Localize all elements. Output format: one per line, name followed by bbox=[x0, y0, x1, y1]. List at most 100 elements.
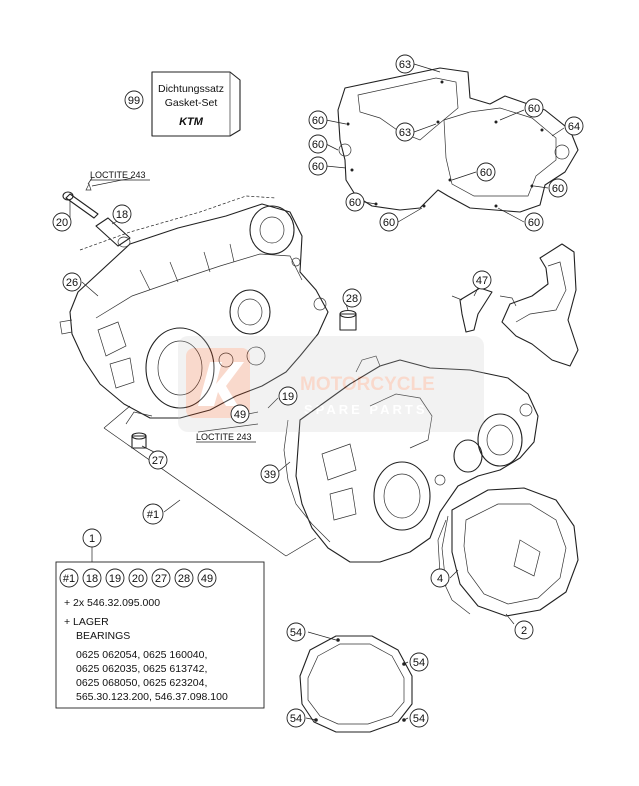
svg-text:39: 39 bbox=[264, 469, 276, 481]
callout-54-a: 54 bbox=[286, 622, 306, 642]
svg-text:60: 60 bbox=[383, 217, 395, 229]
left-crankcase-half bbox=[59, 195, 329, 419]
watermark: MOTORCYCLE SPARE PARTS bbox=[178, 336, 484, 432]
svg-text:28: 28 bbox=[346, 293, 358, 305]
gasket-set-line2: Gasket-Set bbox=[165, 97, 218, 109]
callout-kit-1-ref: #1 bbox=[142, 503, 164, 525]
kit-bracket bbox=[103, 405, 317, 557]
svg-text:60: 60 bbox=[552, 183, 564, 195]
svg-text:54: 54 bbox=[290, 713, 302, 725]
callout-18: 18 bbox=[112, 204, 132, 224]
callout-60-f: 60 bbox=[476, 162, 496, 182]
svg-text:60: 60 bbox=[312, 115, 324, 127]
callout-19: 19 bbox=[278, 386, 298, 406]
bolt-and-sleeve bbox=[62, 177, 131, 248]
ignition-cover bbox=[437, 487, 579, 617]
callout-64: 64 bbox=[564, 116, 584, 136]
watermark-line1: MOTORCYCLE bbox=[300, 374, 435, 395]
callout-60-a: 60 bbox=[308, 110, 328, 130]
callout-39: 39 bbox=[260, 464, 280, 484]
kit-bearings-line: BEARINGS bbox=[76, 630, 130, 642]
kit-badge-4: 20 bbox=[128, 568, 148, 588]
loctite-label-bottom: LOCTITE 243 bbox=[196, 432, 252, 442]
svg-text:27: 27 bbox=[152, 455, 164, 467]
loctite-label-top: LOCTITE 243 bbox=[90, 170, 146, 180]
svg-text:54: 54 bbox=[413, 713, 425, 725]
kit-badge-7: 49 bbox=[197, 568, 217, 588]
callout-20: 20 bbox=[52, 212, 72, 232]
callout-54-b: 54 bbox=[409, 652, 429, 672]
right-crankcase-half bbox=[283, 355, 539, 563]
svg-text:60: 60 bbox=[312, 139, 324, 151]
callout-99: 99 bbox=[124, 90, 144, 110]
bushings bbox=[125, 309, 357, 449]
gasket-set-line1: Dichtungssatz bbox=[158, 83, 224, 95]
svg-text:19: 19 bbox=[282, 391, 294, 403]
svg-text:18: 18 bbox=[86, 573, 98, 585]
callout-60-i: 60 bbox=[548, 178, 568, 198]
svg-text:49: 49 bbox=[201, 573, 213, 585]
callout-60-c: 60 bbox=[308, 156, 328, 176]
kit-parts-line: 0625 062054, 0625 160040, bbox=[76, 649, 207, 661]
kit-badge-3: 19 bbox=[105, 568, 125, 588]
kit-badge-6: 28 bbox=[174, 568, 194, 588]
callout-54-c: 54 bbox=[286, 708, 306, 728]
svg-text:28: 28 bbox=[178, 573, 190, 585]
callout-60-d: 60 bbox=[345, 192, 365, 212]
kit-parts-line: 565.30.123.200, 546.37.098.100 bbox=[76, 691, 228, 703]
callout-60-h: 60 bbox=[524, 212, 544, 232]
svg-text:60: 60 bbox=[312, 161, 324, 173]
svg-text:26: 26 bbox=[66, 277, 78, 289]
svg-text:27: 27 bbox=[155, 573, 167, 585]
clutch-cover-gasket bbox=[337, 67, 579, 213]
svg-text:#1: #1 bbox=[63, 573, 75, 585]
callout-26: 26 bbox=[62, 272, 82, 292]
kit-screws-line: + 2x 546.32.095.000 bbox=[64, 597, 160, 609]
svg-text:47: 47 bbox=[476, 275, 488, 287]
kit-parts-line: 0625 068050, 0625 623204, bbox=[76, 677, 207, 689]
svg-text:54: 54 bbox=[413, 657, 425, 669]
svg-text:60: 60 bbox=[528, 103, 540, 115]
callout-28: 28 bbox=[342, 288, 362, 308]
svg-text:18: 18 bbox=[116, 209, 128, 221]
kit-lager-line: + LAGER bbox=[64, 616, 109, 628]
ignition-cover-gasket bbox=[299, 635, 413, 733]
callout-60-e: 60 bbox=[379, 212, 399, 232]
svg-text:1: 1 bbox=[89, 533, 95, 545]
kit-parts-line: 0625 062035, 0625 613742, bbox=[76, 663, 207, 675]
svg-text:60: 60 bbox=[528, 217, 540, 229]
callout-27: 27 bbox=[148, 450, 168, 470]
callout-54-d: 54 bbox=[409, 708, 429, 728]
callout-2: 2 bbox=[514, 620, 534, 640]
callout-1: 1 bbox=[82, 528, 102, 548]
callout-49: 49 bbox=[230, 404, 250, 424]
svg-text:2: 2 bbox=[521, 625, 527, 637]
svg-text:4: 4 bbox=[437, 573, 443, 585]
svg-text:#1: #1 bbox=[147, 509, 159, 521]
kit-contents-box: #1 18 19 20 27 28 49 + 2x 546.32.095.000… bbox=[55, 561, 265, 709]
gasket-set-box: Dichtungssatz Gasket-Set KTM bbox=[151, 71, 241, 137]
kit-badge-2: 18 bbox=[82, 568, 102, 588]
svg-text:63: 63 bbox=[399, 127, 411, 139]
svg-text:54: 54 bbox=[290, 627, 302, 639]
svg-text:19: 19 bbox=[109, 573, 121, 585]
kit-badge-5: 27 bbox=[151, 568, 171, 588]
svg-text:60: 60 bbox=[480, 167, 492, 179]
callout-47: 47 bbox=[472, 270, 492, 290]
svg-text:99: 99 bbox=[128, 95, 140, 107]
callout-63-b: 63 bbox=[395, 122, 415, 142]
svg-text:49: 49 bbox=[234, 409, 246, 421]
svg-text:20: 20 bbox=[132, 573, 144, 585]
watermark-line2: SPARE PARTS bbox=[304, 402, 428, 417]
callout-63-a: 63 bbox=[395, 54, 415, 74]
svg-text:64: 64 bbox=[568, 121, 580, 133]
callout-60-b: 60 bbox=[308, 134, 328, 154]
svg-text:60: 60 bbox=[349, 197, 361, 209]
callout-60-g: 60 bbox=[524, 98, 544, 118]
callout-4: 4 bbox=[430, 568, 450, 588]
kit-badge-1: #1 bbox=[59, 568, 79, 588]
svg-text:20: 20 bbox=[56, 217, 68, 229]
ktm-logo: KTM bbox=[179, 116, 204, 128]
svg-text:63: 63 bbox=[399, 59, 411, 71]
